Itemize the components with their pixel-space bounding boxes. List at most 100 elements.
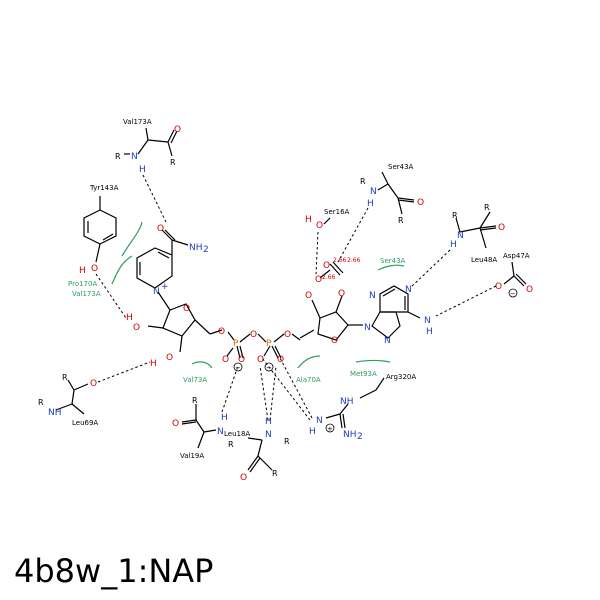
adenosine-ribose xyxy=(299,295,363,341)
leu48-hydrogen: H xyxy=(450,240,457,250)
adenine-n1: N xyxy=(405,285,412,295)
distance-label-2: 2.66 xyxy=(347,257,361,264)
leu69-nitrogen: NH xyxy=(48,408,62,418)
adenine-n9: N xyxy=(364,323,371,333)
arg320-nh2: NH xyxy=(343,430,357,440)
pro170-label: Pro170A xyxy=(68,280,97,288)
val173-green-label: Val173A xyxy=(72,290,101,298)
pyridinium-nitrogen: N xyxy=(153,287,160,297)
val19-r-group-2: R xyxy=(228,440,234,449)
leu48-oxygen: O xyxy=(498,223,505,233)
arg320-residue xyxy=(325,377,385,429)
leu48-r-group: R xyxy=(484,203,490,212)
ser43-top-nitrogen: N xyxy=(370,187,377,197)
asp47-negative-charge xyxy=(508,288,518,298)
ribose-5-oxygen: O xyxy=(218,327,225,337)
val19-label: Val19A xyxy=(180,452,204,460)
phosphate-2-oxygen-b: O xyxy=(315,275,322,285)
asp47-residue xyxy=(503,261,527,287)
hbond-val19-phosphate xyxy=(221,365,239,413)
hbond-asp47-adenine xyxy=(435,285,497,317)
ser43-top-r-group: R xyxy=(398,216,404,225)
negative-charge-2-sign: − xyxy=(266,364,272,372)
adenine-n3: N xyxy=(369,291,376,301)
amide-nitrogen-subscript: 2 xyxy=(203,245,209,255)
val19-oxygen: O xyxy=(172,419,179,429)
val19-r-group: R xyxy=(192,396,198,405)
leu69-r-group: R xyxy=(62,373,68,382)
tyr143-oxygen: O xyxy=(91,264,98,274)
hydrophobic-arc-1 xyxy=(111,255,133,285)
phosphorus-2: P xyxy=(266,339,272,349)
asp47-negative-sign: − xyxy=(510,290,516,298)
ser43-top-label: Ser43A xyxy=(388,163,414,171)
ala70-label: Ala70A xyxy=(296,376,321,384)
arg320-label: Arg320A xyxy=(386,373,416,381)
bridge-oxygen: O xyxy=(250,330,257,340)
ribose-hydroxyl-h-2: H xyxy=(150,359,157,369)
leu18-r-group-2: R xyxy=(272,469,278,478)
leu18-oxygen: O xyxy=(240,473,247,483)
hbond-leu69-ribose xyxy=(97,361,151,383)
tyr143-label: Tyr143A xyxy=(89,184,119,192)
nicotinamide-ring xyxy=(136,229,189,289)
nicotinamide-ribose xyxy=(147,291,223,353)
hydrophobic-arc-ser43 xyxy=(377,264,405,271)
leu69-residue xyxy=(55,379,89,415)
adenine-amino-n: N xyxy=(424,316,431,326)
ser16-residue xyxy=(323,217,331,225)
negative-charge-2 xyxy=(264,362,274,372)
ser43-top-oxygen: O xyxy=(417,198,424,208)
leu18-residue xyxy=(247,437,273,473)
arg320-nh: NH xyxy=(340,397,354,407)
phosphate-2-oxygen-a: O xyxy=(323,261,330,271)
arg320-positive-sign: + xyxy=(327,425,333,433)
hbond-arg320-phosphate-a xyxy=(261,357,311,421)
ser16-hydrogen: H xyxy=(305,215,312,225)
ser43-green-label: Ser43A xyxy=(380,257,406,265)
adenine-amino-h: H xyxy=(426,327,433,337)
val19-nitrogen: N xyxy=(217,427,224,437)
ligand-title: 4b8w_1:NAP xyxy=(14,552,214,590)
met93-label: Met93A xyxy=(350,370,377,378)
phosphate-oxygen-3: O xyxy=(257,355,264,365)
hydrophobic-arc-ala70 xyxy=(297,355,321,369)
arg320-positive-charge xyxy=(325,423,335,433)
ribose-hydroxyl-oxygen-1: O xyxy=(133,323,140,333)
adenosine-ring-oxygen: O xyxy=(331,336,338,346)
hbond-tyr143-ribose xyxy=(95,273,127,319)
hydrogen-bonds xyxy=(95,174,497,421)
leu48-r-group-2: R xyxy=(452,211,458,220)
leu69-label: Leu69A xyxy=(72,419,98,427)
ser43-top-hydrogen: H xyxy=(367,199,374,209)
distance-label-1: 2.66 xyxy=(333,257,347,264)
ribose-ring-oxygen-1: O xyxy=(183,304,190,314)
arg320-nh2-subscript: 2 xyxy=(357,432,363,442)
val173-top-residue xyxy=(124,127,178,157)
phosphorus-1: P xyxy=(233,339,239,349)
ribose-hydroxyl-oxygen-2: O xyxy=(166,353,173,363)
asp47-label: Asp47A xyxy=(503,252,530,260)
adenosine-hydroxyl-oxygen: O xyxy=(305,291,312,301)
ser43-top-r-group-2: R xyxy=(360,177,366,186)
arg320-n-left: N xyxy=(316,416,323,426)
val173-top-nitrogen: N xyxy=(131,152,138,162)
adenosine-5-oxygen: O xyxy=(284,330,291,340)
hbond-leu48-adenine xyxy=(409,249,451,289)
adenine-ring xyxy=(371,285,421,339)
asp47-oxygen-1: O xyxy=(495,282,502,292)
ser16-oxygen: O xyxy=(316,221,323,231)
val173-top-oxygen: O xyxy=(174,125,181,135)
negative-charge-1-sign: − xyxy=(235,364,241,372)
pyridinium-charge: + xyxy=(161,282,169,292)
pyrophosphate xyxy=(226,331,301,359)
hbond-leu18-phosphate-a xyxy=(259,365,269,421)
hbond-ser16-phosphate xyxy=(315,231,319,275)
val173-top-r-group: R xyxy=(170,158,176,167)
leu48-residue xyxy=(455,211,497,249)
val173-top-hydrogen: H xyxy=(139,165,146,175)
phosphate-oxygen-2: O xyxy=(222,355,229,365)
leu18-label: Leu18A xyxy=(224,430,250,438)
amide-oxygen: O xyxy=(157,224,164,234)
